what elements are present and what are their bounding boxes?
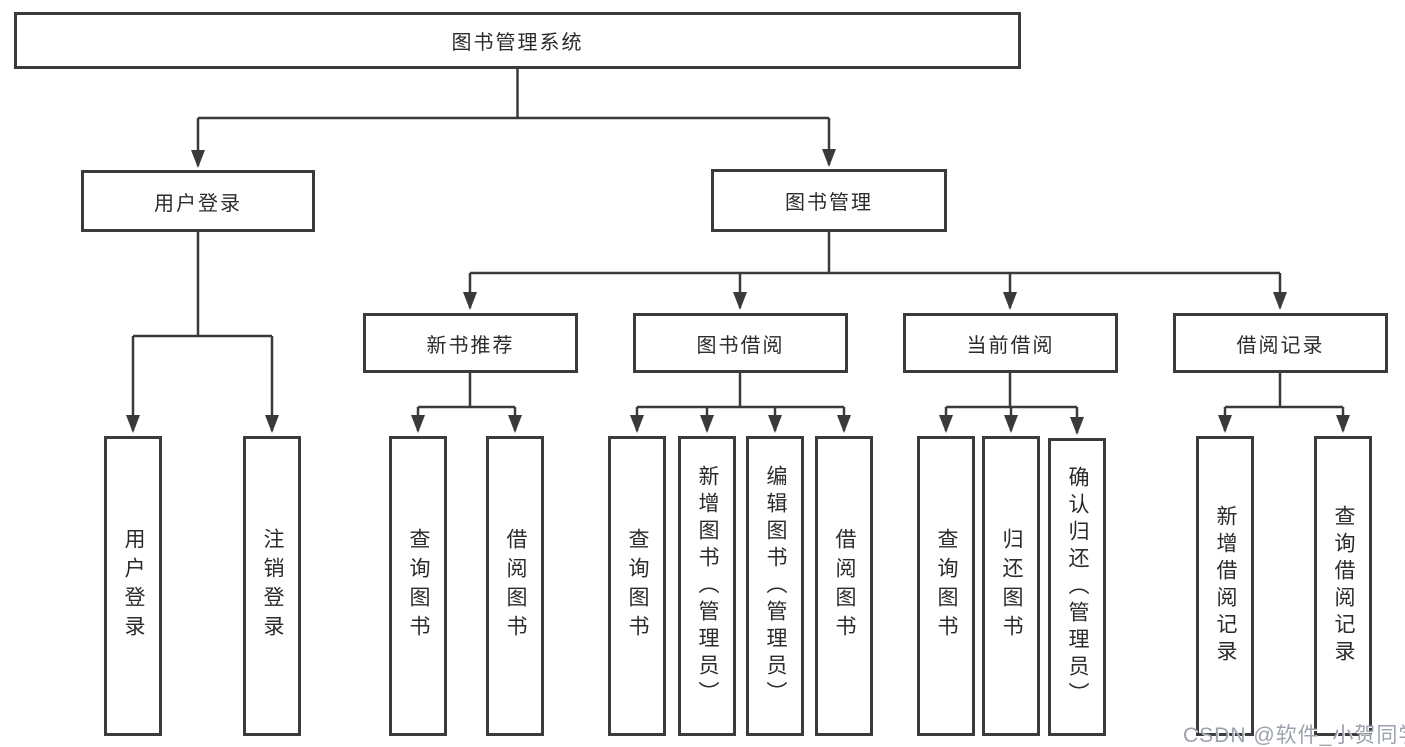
node-bb-add-books: 新增图书（管理员）: [678, 436, 736, 736]
node-root: 图书管理系统: [14, 12, 1021, 69]
node-cb-return-books: 归还图书: [982, 436, 1040, 736]
node-cb-confirm-return: 确认归还（管理员）: [1048, 438, 1106, 736]
node-current-borrow: 当前借阅: [903, 313, 1118, 373]
arrow-connectors: [126, 118, 1350, 435]
node-nbr-query-books: 查询图书: [389, 436, 447, 736]
node-leaf-logout: 注销登录: [243, 436, 301, 736]
watermark: CSDN @软件_小贺同学: [1183, 724, 1405, 747]
node-new-book-rec: 新书推荐: [363, 313, 578, 373]
node-leaf-user-login: 用户登录: [104, 436, 162, 736]
node-bb-borrow-books: 借阅图书: [815, 436, 873, 736]
node-book-borrow: 图书借阅: [633, 313, 848, 373]
node-bb-edit-books: 编辑图书（管理员）: [746, 436, 804, 736]
node-cb-query-books: 查询图书: [917, 436, 975, 736]
plain-connectors: [133, 69, 1343, 409]
node-user-login: 用户登录: [81, 170, 315, 232]
node-borrow-records: 借阅记录: [1173, 313, 1388, 373]
node-book-mgmt: 图书管理: [711, 169, 947, 232]
node-bb-query-books: 查询图书: [608, 436, 666, 736]
node-br-add-record: 新增借阅记录: [1196, 436, 1254, 736]
node-br-query-record: 查询借阅记录: [1314, 436, 1372, 736]
node-nbr-borrow-books: 借阅图书: [486, 436, 544, 736]
